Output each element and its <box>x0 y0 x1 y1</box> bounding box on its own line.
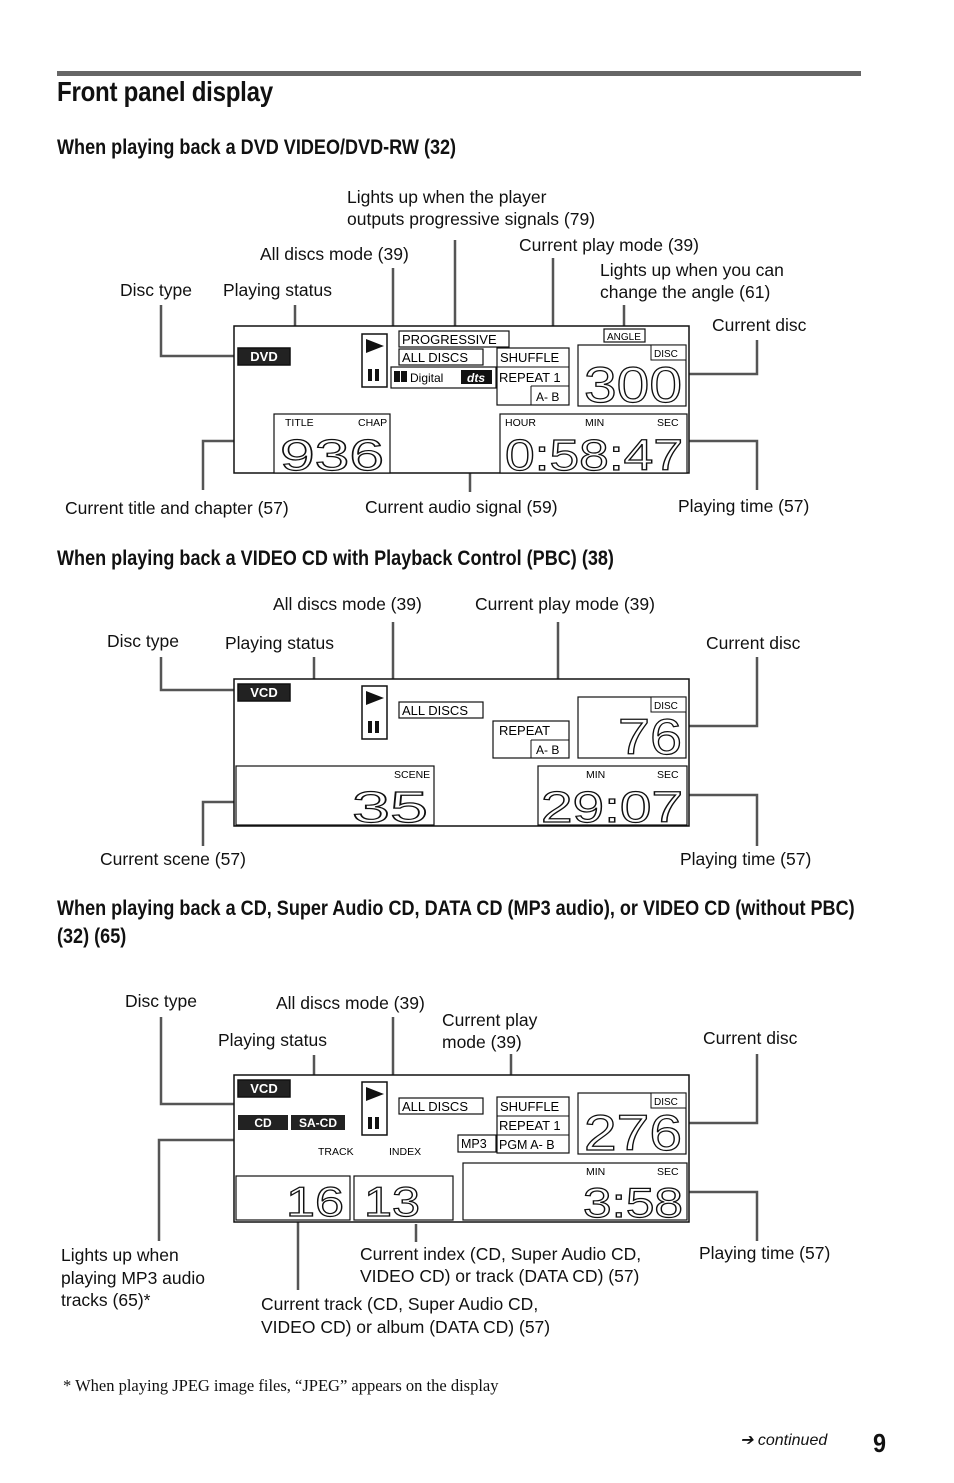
repeat-indicator: REPEAT <box>499 723 550 738</box>
playing-time-number: 29:07 <box>541 783 683 832</box>
all-discs-indicator: ALL DISCS <box>402 350 468 365</box>
page-title: Front panel display <box>57 76 273 107</box>
disc-label: DISC <box>654 349 678 360</box>
pause-icon <box>368 721 372 733</box>
dolby-digital-indicator: Digital <box>410 371 443 385</box>
playing-time-number: 0:58:47 <box>505 431 683 480</box>
page-number: 9 <box>873 1428 887 1458</box>
shuffle-indicator: SHUFFLE <box>500 1099 560 1114</box>
label-angle-1: Lights up when you can <box>600 260 784 280</box>
pgm-indicator: PGM A- B <box>499 1138 555 1152</box>
label-current-track-2: VIDEO CD) or album (DATA CD) (57) <box>261 1317 551 1337</box>
track-label: TRACK <box>318 1146 354 1158</box>
label-mp3-2: playing MP3 audio <box>61 1268 205 1288</box>
label-angle-2: change the angle (61) <box>600 282 771 302</box>
disc-number: 300 <box>584 357 682 413</box>
vcd-pbc-display-diagram: VCD ALL DISCS REPEAT A- B DISC 76 SCENE … <box>159 622 759 846</box>
sacd-badge: SA-CD <box>299 1116 337 1130</box>
label-playing-status: Playing status <box>218 1030 327 1050</box>
label-playing-time: Playing time (57) <box>699 1243 831 1263</box>
vcd-badge: VCD <box>250 1081 277 1096</box>
sec-label: SEC <box>657 1166 679 1178</box>
all-discs-indicator: ALL DISCS <box>402 703 468 718</box>
label-current-disc: Current disc <box>703 1028 798 1048</box>
dvd-badge: DVD <box>250 349 277 364</box>
label-current-disc: Current disc <box>712 315 807 335</box>
label-playing-status: Playing status <box>223 280 332 300</box>
label-all-discs-mode: All discs mode (39) <box>276 993 425 1013</box>
disc-number: 276 <box>584 1105 682 1161</box>
track-number: 16 <box>286 1178 344 1225</box>
repeat-indicator: REPEAT 1 <box>499 370 561 385</box>
section-heading-cd: When playing back a CD, Super Audio CD, … <box>57 897 855 948</box>
label-current-play-mode-1: Current play <box>442 1010 538 1030</box>
hour-label: HOUR <box>505 417 536 429</box>
all-discs-indicator: ALL DISCS <box>402 1099 468 1114</box>
scene-number: 35 <box>352 783 428 832</box>
title-chapter-number: 936 <box>280 431 384 480</box>
play-icon <box>366 339 384 353</box>
label-current-scene: Current scene (57) <box>100 849 246 869</box>
label-playing-time: Playing time (57) <box>678 496 810 516</box>
shuffle-indicator: SHUFFLE <box>500 350 560 365</box>
sec-label: SEC <box>657 417 679 429</box>
label-all-discs-mode: All discs mode (39) <box>273 594 422 614</box>
dvd-display-diagram: DVD PROGRESSIVE ALL DISCS Digital dts SH… <box>159 240 759 492</box>
ab-indicator: A- B <box>536 743 559 757</box>
progressive-indicator: PROGRESSIVE <box>402 332 497 347</box>
disc-number: 76 <box>618 709 682 765</box>
index-number: 13 <box>364 1178 420 1225</box>
label-progressive-2: outputs progressive signals (79) <box>347 209 596 229</box>
label-current-index-2: VIDEO CD) or track (DATA CD) (57) <box>360 1266 640 1286</box>
angle-indicator: ANGLE <box>607 332 641 343</box>
label-playing-status: Playing status <box>225 633 334 653</box>
section-heading-dvd: When playing back a DVD VIDEO/DVD-RW (32… <box>57 136 457 159</box>
label-current-play-mode-2: mode (39) <box>442 1032 522 1052</box>
label-current-play-mode: Current play mode (39) <box>475 594 655 614</box>
label-playing-time: Playing time (57) <box>680 849 812 869</box>
cd-display-diagram: VCD CD SA-CD ALL DISCS SHUFFLE REPEAT 1 … <box>157 1017 759 1290</box>
disc-label: DISC <box>654 1097 678 1108</box>
play-icon <box>366 1087 384 1101</box>
title-label: TITLE <box>285 417 314 429</box>
sec-label: SEC <box>657 769 679 781</box>
playing-time-number: 3:58 <box>583 1179 683 1226</box>
label-progressive-1: Lights up when the player <box>347 187 547 207</box>
repeat-indicator: REPEAT 1 <box>499 1118 561 1133</box>
chap-label: CHAP <box>358 417 387 429</box>
label-mp3-3: tracks (65)* <box>61 1290 151 1310</box>
ab-indicator: A- B <box>536 390 559 404</box>
continued-note: ➔ continued <box>740 1432 828 1449</box>
scene-label: SCENE <box>394 769 430 781</box>
dts-indicator: dts <box>467 371 485 385</box>
play-icon <box>366 691 384 705</box>
title-rule <box>57 71 861 76</box>
pause-icon <box>368 1117 372 1129</box>
vcd-badge: VCD <box>250 685 277 700</box>
cd-badge: CD <box>254 1116 272 1130</box>
section-heading-vcd-pbc: When playing back a VIDEO CD with Playba… <box>57 547 614 570</box>
label-current-play-mode: Current play mode (39) <box>519 235 699 255</box>
min-label: MIN <box>586 1166 605 1178</box>
label-audio-signal: Current audio signal (59) <box>365 497 558 517</box>
label-current-track-1: Current track (CD, Super Audio CD, <box>261 1294 539 1314</box>
footnote: * When playing JPEG image files, “JPEG” … <box>63 1376 499 1395</box>
pause-icon <box>368 369 372 381</box>
label-mp3-1: Lights up when <box>61 1245 179 1265</box>
min-label: MIN <box>586 769 605 781</box>
mp3-indicator: MP3 <box>461 1137 487 1151</box>
label-disc-type: Disc type <box>125 991 197 1011</box>
min-label: MIN <box>585 417 604 429</box>
label-current-disc: Current disc <box>706 633 801 653</box>
label-current-index-1: Current index (CD, Super Audio CD, <box>360 1244 642 1264</box>
disc-label: DISC <box>654 701 678 712</box>
label-disc-type: Disc type <box>120 280 192 300</box>
label-all-discs-mode: All discs mode (39) <box>260 244 409 264</box>
label-title-chapter: Current title and chapter (57) <box>65 498 289 518</box>
label-disc-type: Disc type <box>107 631 179 651</box>
index-label: INDEX <box>389 1146 421 1158</box>
